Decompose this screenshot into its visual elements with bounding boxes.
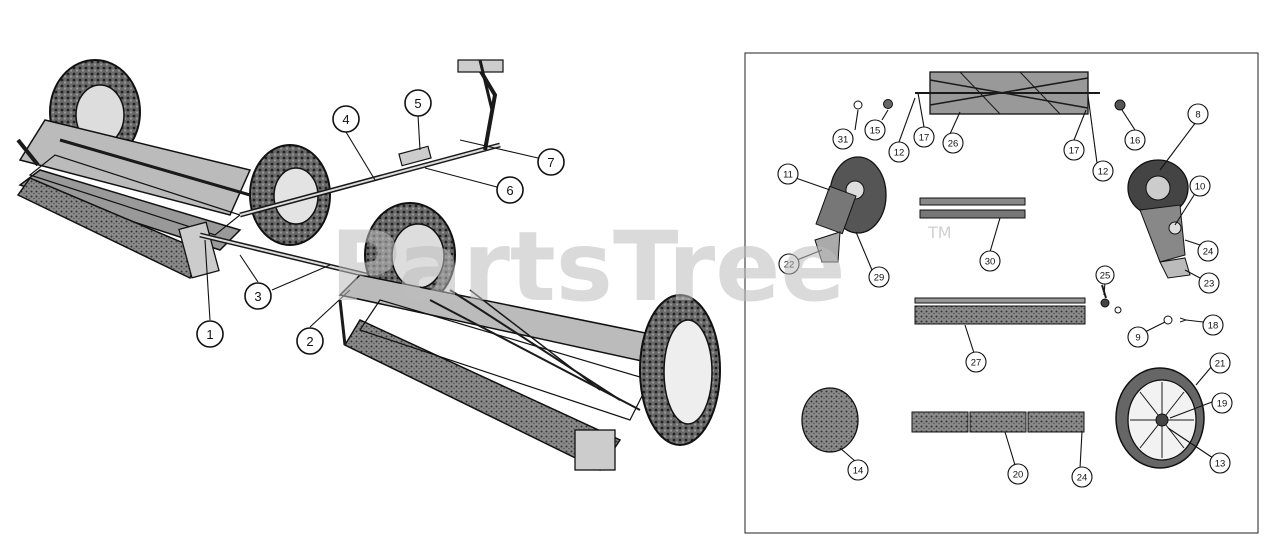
svg-text:4: 4 xyxy=(342,112,349,127)
svg-text:26: 26 xyxy=(948,139,959,150)
svg-text:17: 17 xyxy=(1069,146,1080,157)
parts-callouts: 31 15 17 12 26 17 12 16 8 11 10 24 22 29… xyxy=(777,103,1233,488)
callout-2[interactable]: 2 xyxy=(296,327,324,355)
callout-11[interactable]: 11 xyxy=(777,163,799,185)
svg-text:PartsTree: PartsTree xyxy=(330,211,845,323)
svg-text:24: 24 xyxy=(1203,247,1214,258)
svg-text:7: 7 xyxy=(547,155,554,170)
reel-part xyxy=(915,71,1100,115)
svg-text:2: 2 xyxy=(306,334,313,349)
svg-text:21: 21 xyxy=(1215,359,1226,370)
callout-13[interactable]: 13 xyxy=(1209,452,1231,474)
callout-17a[interactable]: 17 xyxy=(913,126,935,148)
left-mower-unit xyxy=(16,59,331,280)
callout-10[interactable]: 10 xyxy=(1189,175,1211,197)
callout-12a[interactable]: 12 xyxy=(888,141,910,163)
side-plate-right xyxy=(1127,159,1191,279)
watermark: PartsTree TM xyxy=(330,211,952,323)
svg-text:11: 11 xyxy=(783,170,793,181)
bed-knife-bar xyxy=(919,197,1026,219)
svg-text:13: 13 xyxy=(1215,459,1226,470)
svg-text:9: 9 xyxy=(1135,333,1140,344)
svg-text:10: 10 xyxy=(1195,182,1206,193)
svg-text:12: 12 xyxy=(894,148,905,159)
wheel-part xyxy=(1115,367,1205,469)
svg-text:30: 30 xyxy=(985,257,996,268)
exploded-parts-panel: 31 15 17 12 26 17 12 16 8 11 10 24 22 29… xyxy=(744,52,1259,534)
callout-23[interactable]: 23 xyxy=(1198,272,1220,294)
callout-9[interactable]: 9 xyxy=(1127,326,1149,348)
callout-31[interactable]: 31 xyxy=(832,128,854,150)
callout-30[interactable]: 30 xyxy=(979,250,1001,272)
callout-12b[interactable]: 12 xyxy=(1092,160,1114,182)
svg-text:24: 24 xyxy=(1077,473,1088,484)
svg-text:23: 23 xyxy=(1204,279,1215,290)
callout-8[interactable]: 8 xyxy=(1187,103,1209,125)
callout-6[interactable]: 6 xyxy=(496,176,524,204)
callout-4[interactable]: 4 xyxy=(332,105,360,133)
svg-text:27: 27 xyxy=(971,358,982,369)
svg-text:31: 31 xyxy=(838,135,849,146)
callout-24b[interactable]: 24 xyxy=(1071,466,1093,488)
mower-assembly-illustration: 1 2 3 4 5 6 7 xyxy=(16,59,721,471)
callout-29[interactable]: 29 xyxy=(868,266,890,288)
callout-21[interactable]: 21 xyxy=(1209,352,1231,374)
svg-text:16: 16 xyxy=(1130,136,1141,147)
svg-text:TM: TM xyxy=(927,223,952,242)
cutter-bar xyxy=(914,297,1086,325)
callout-24a[interactable]: 24 xyxy=(1197,240,1219,262)
small-hardware xyxy=(853,99,1188,325)
svg-text:17: 17 xyxy=(919,133,930,144)
callout-3[interactable]: 3 xyxy=(244,282,272,310)
right-mower-unit xyxy=(338,202,721,471)
svg-text:1: 1 xyxy=(206,327,213,342)
callout-5[interactable]: 5 xyxy=(404,89,432,117)
svg-text:22: 22 xyxy=(784,260,795,271)
svg-text:14: 14 xyxy=(853,466,864,477)
svg-text:25: 25 xyxy=(1100,271,1111,282)
roller-sections xyxy=(911,411,1085,433)
callout-19[interactable]: 19 xyxy=(1211,392,1233,414)
parts-leaders xyxy=(789,92,1214,469)
svg-text:15: 15 xyxy=(870,126,881,137)
callout-7[interactable]: 7 xyxy=(537,148,565,176)
callout-14[interactable]: 14 xyxy=(847,459,869,481)
callout-26[interactable]: 26 xyxy=(942,132,964,154)
callout-27[interactable]: 27 xyxy=(965,351,987,373)
callout-1[interactable]: 1 xyxy=(196,320,224,348)
assembly-callouts: 1 2 3 4 5 6 7 xyxy=(196,89,565,355)
svg-text:5: 5 xyxy=(414,96,421,111)
side-plate-left xyxy=(814,156,887,263)
svg-text:20: 20 xyxy=(1013,470,1024,481)
hubcap-part xyxy=(801,387,859,453)
callout-25[interactable]: 25 xyxy=(1095,265,1115,285)
svg-text:8: 8 xyxy=(1195,110,1200,121)
svg-text:19: 19 xyxy=(1217,399,1228,410)
svg-text:29: 29 xyxy=(874,273,885,284)
callout-16[interactable]: 16 xyxy=(1124,129,1146,151)
callout-22[interactable]: 22 xyxy=(778,253,800,275)
svg-text:6: 6 xyxy=(506,183,513,198)
callout-18[interactable]: 18 xyxy=(1202,314,1224,336)
svg-text:3: 3 xyxy=(254,289,261,304)
svg-text:18: 18 xyxy=(1208,321,1219,332)
callout-17b[interactable]: 17 xyxy=(1063,139,1085,161)
assembly-leaders xyxy=(204,114,539,328)
callout-20[interactable]: 20 xyxy=(1007,463,1029,485)
svg-text:12: 12 xyxy=(1098,167,1109,178)
callout-15[interactable]: 15 xyxy=(864,119,886,141)
